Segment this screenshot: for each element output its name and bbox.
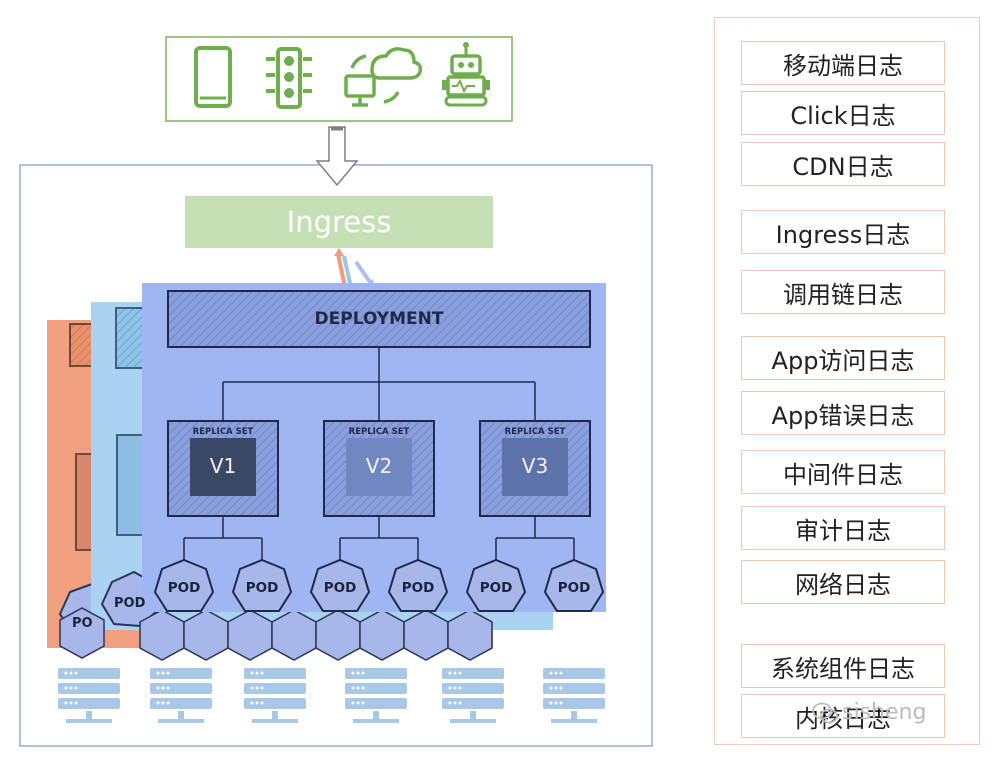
pod-6 — [543, 558, 605, 612]
log-item-app-access: App访问日志 — [741, 336, 945, 380]
pod-1 — [153, 558, 215, 612]
log-item-audit: 审计日志 — [741, 506, 945, 550]
log-item-mobile: 移动端日志 — [741, 41, 945, 85]
log-item-tracing: 调用链日志 — [741, 270, 945, 314]
server-racks — [58, 668, 605, 723]
watermark-text: sisheng — [842, 700, 927, 725]
pod-label: POD — [167, 580, 201, 596]
server-icon — [150, 668, 212, 723]
ingress-label: Ingress — [286, 205, 392, 239]
server-icon — [345, 668, 407, 723]
replica-set-caption: REPLICA SET — [192, 427, 254, 437]
pod-label-back: POD — [114, 596, 146, 611]
replica-set-caption: REPLICA SET — [504, 427, 566, 437]
server-icon — [244, 668, 306, 723]
pod-label: POD — [479, 580, 513, 596]
pod-label-back: PO — [72, 616, 93, 631]
log-item-click: Click日志 — [741, 91, 945, 135]
pod-4 — [387, 558, 449, 612]
replica-set-v2 — [323, 420, 435, 517]
traffic-down-arrow — [315, 126, 359, 187]
server-icon — [543, 668, 605, 723]
cloud-computer-sync-icon — [344, 47, 423, 107]
mobile-phone-icon — [194, 46, 232, 108]
watermark: sisheng — [812, 700, 926, 725]
version-label-v3: V3 — [521, 454, 549, 478]
traffic-light-icon — [266, 47, 312, 109]
deployment-layer-front — [142, 283, 606, 612]
pod-3 — [309, 558, 371, 612]
replica-set-caption: REPLICA SET — [348, 427, 410, 437]
pod-5 — [465, 558, 527, 612]
log-item-ingress: Ingress日志 — [741, 210, 945, 254]
wechat-icon — [812, 702, 838, 723]
log-item-cdn: CDN日志 — [741, 142, 945, 186]
ingress-box — [185, 196, 493, 248]
pod-label: POD — [323, 580, 357, 596]
log-item-middleware: 中间件日志 — [741, 450, 945, 494]
log-item-kernel: 内核日志 — [741, 694, 945, 738]
log-item-app-error: App错误日志 — [741, 391, 945, 435]
deployment-label: DEPLOYMENT — [314, 309, 444, 329]
pod-2 — [231, 558, 293, 612]
pod-label: POD — [245, 580, 279, 596]
version-label-v1: V1 — [209, 454, 237, 478]
replica-set-v3 — [479, 420, 591, 517]
version-label-v2: V2 — [365, 454, 393, 478]
client-devices-box — [165, 36, 513, 122]
pod-label: POD — [401, 580, 435, 596]
robot-icon — [442, 42, 490, 107]
server-icon — [442, 668, 504, 723]
server-icon — [58, 668, 120, 723]
log-item-network: 网络日志 — [741, 560, 945, 604]
replica-set-v1 — [167, 420, 279, 517]
pod-label: POD — [557, 580, 591, 596]
log-types-panel: 移动端日志 Click日志 CDN日志 Ingress日志 调用链日志 App访… — [714, 17, 980, 745]
log-item-system-component: 系统组件日志 — [741, 644, 945, 688]
